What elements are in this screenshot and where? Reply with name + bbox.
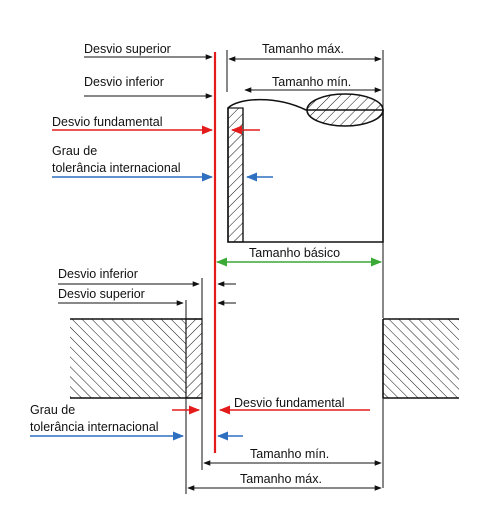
shaft-max-size-label: Tamanho máx. [262, 42, 344, 56]
shaft-tolerance-grade-label-2: tolerância internacional [52, 161, 181, 175]
shaft-upper-deviation-label: Desvio superior [84, 42, 171, 56]
shaft-break-section [306, 93, 384, 127]
shaft-tolerance-zone [227, 107, 244, 243]
hole-tolerance-grade-label-2: tolerância internacional [30, 420, 159, 434]
hole-upper-deviation-label: Desvio superior [58, 287, 145, 301]
hole-lower-deviation-label: Desvio inferior [58, 267, 138, 281]
hole-tolerance-zone [185, 318, 203, 399]
hole-min-size-label: Tamanho mín. [250, 447, 329, 461]
shaft-min-size-label: Tamanho mín. [272, 75, 351, 89]
hole-left-wall [70, 319, 186, 398]
shaft-tolerance-grade-label-1: Grau de [52, 144, 97, 158]
shaft-lower-deviation-label: Desvio inferior [84, 75, 164, 89]
basic-size-label: Tamanho básico [249, 246, 340, 260]
hole-fundamental-deviation-label: Desvio fundamental [234, 396, 344, 410]
shaft-fundamental-deviation-label: Desvio fundamental [52, 115, 162, 129]
hole-right-wall [383, 319, 459, 398]
hole-max-size-label: Tamanho máx. [240, 472, 322, 486]
shaft-section: Desvio superior Desvio inferior Tamanho … [52, 42, 384, 318]
shaft-outline [227, 98, 384, 243]
hole-tolerance-grade-label-1: Grau de [30, 403, 75, 417]
hole-section: Desvio inferior Desvio superior Desvio f… [30, 267, 459, 494]
